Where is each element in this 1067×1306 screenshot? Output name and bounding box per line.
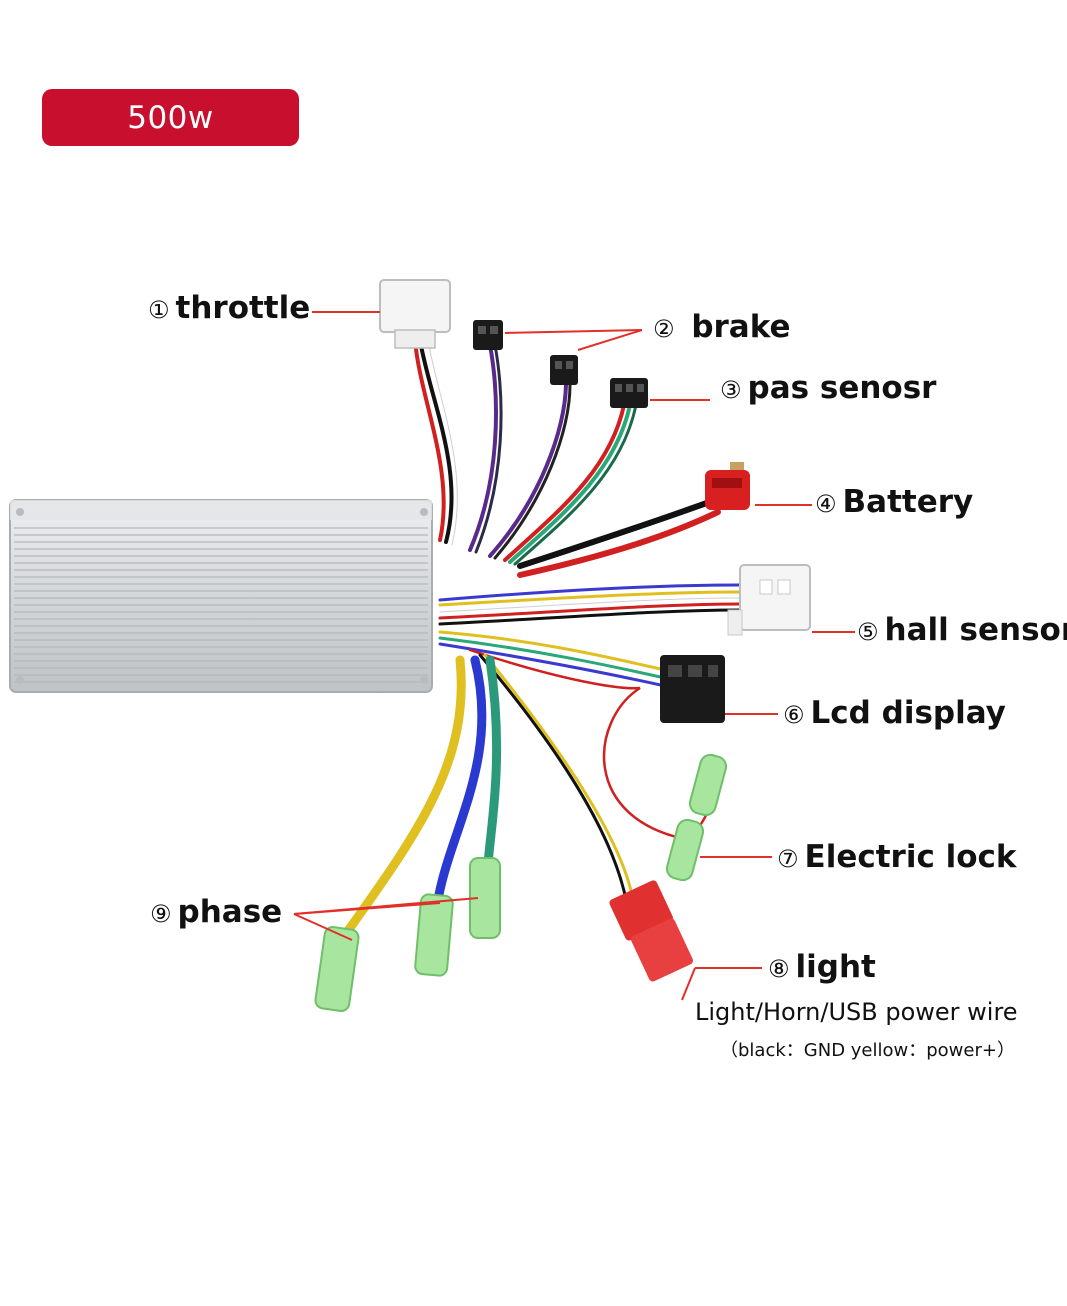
throttle-connector (379, 279, 451, 349)
pas-connector (610, 378, 648, 408)
label-number: ③ (720, 376, 742, 404)
label-number: ① (148, 296, 170, 324)
electric-lock-connector (665, 753, 728, 882)
connectors (314, 279, 811, 1012)
label-text: pas senosr (747, 370, 937, 406)
label-text: Lcd display (810, 695, 1006, 731)
power-rating-badge: 500w (42, 89, 299, 146)
battery-connector (705, 462, 750, 510)
controller-housing (9, 499, 433, 693)
label-text: Battery (842, 484, 974, 520)
leader-lines (293, 311, 855, 1001)
label-text: throttle (175, 290, 311, 326)
wires (340, 337, 743, 940)
brake-connector-1 (473, 320, 503, 350)
brake-connector-2 (550, 355, 578, 385)
label-brake: ② brake (653, 312, 791, 343)
hall-sensor-connector (727, 564, 811, 636)
phase-connectors (314, 857, 501, 1012)
label-text: light (795, 949, 876, 985)
lcd-connector (660, 655, 725, 723)
label-number: ④ (815, 490, 837, 518)
light-wire-pinout-note: （black：GND yellow：power+） (720, 1040, 1015, 1061)
label-text: Electric lock (804, 839, 1017, 875)
label-number: ⑧ (768, 955, 790, 983)
label-number: ② (653, 315, 675, 343)
light-wire-note: Light/Horn/USB power wire (695, 998, 1018, 1026)
label-text: phase (177, 894, 283, 930)
label-text: brake (691, 309, 791, 345)
label-number: ⑦ (777, 845, 799, 873)
label-number: ⑥ (783, 701, 805, 729)
light-connector (609, 880, 694, 982)
label-text: hall sensor (884, 612, 1067, 648)
label-number: ⑨ (150, 900, 172, 928)
label-number: ⑤ (857, 618, 879, 646)
